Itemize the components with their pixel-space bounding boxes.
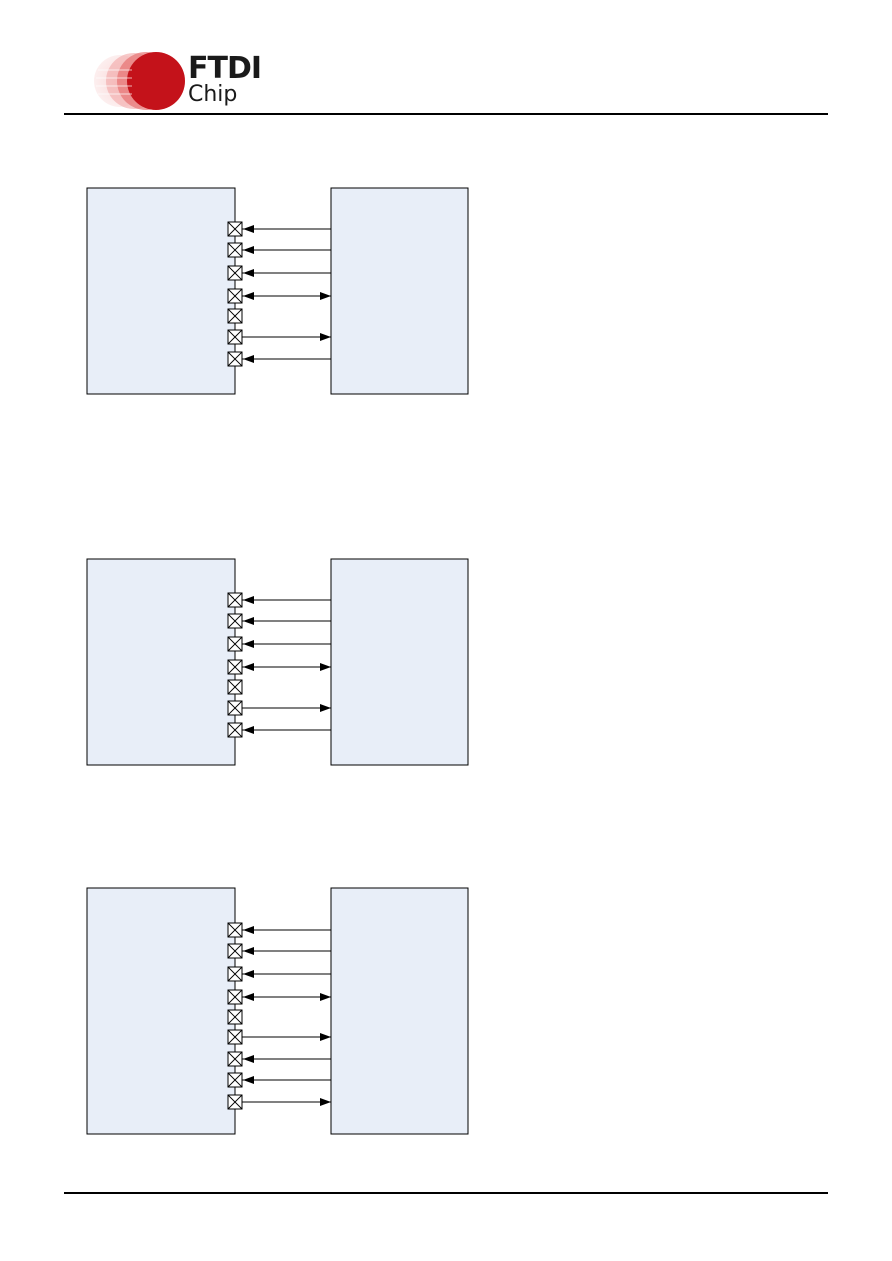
right-device-block	[330, 887, 469, 1135]
arrow-head-left	[243, 993, 254, 1001]
pin-cross-line	[227, 265, 243, 281]
arrow-head-right	[320, 1098, 331, 1106]
pin-cross-line	[227, 1051, 243, 1067]
pin-cross-line	[227, 329, 243, 345]
pin-cross-line	[227, 943, 243, 959]
pin-cross-line	[227, 613, 243, 629]
pin-cross-line	[227, 636, 243, 652]
pin-cross-line	[227, 922, 243, 938]
pin-cross-line	[227, 351, 243, 367]
arrow-head-right	[320, 292, 331, 300]
arrow-head-left	[243, 246, 254, 254]
arrow-head-right	[320, 704, 331, 712]
pin-cross-line	[227, 1009, 243, 1025]
pin-cross-line	[227, 1072, 243, 1088]
arrow-head-left	[243, 617, 254, 625]
ftdi-chip-logo: FTDI Chip	[92, 48, 262, 114]
pin-cross-line	[227, 679, 243, 695]
arrow-head-left	[243, 640, 254, 648]
arrow-head-right	[320, 663, 331, 671]
pin-cross-line	[227, 288, 243, 304]
arrow-head-right	[320, 1033, 331, 1041]
pin-cross-line	[227, 659, 243, 675]
connection-diagram-1	[86, 187, 469, 395]
pin-cross-line	[227, 242, 243, 258]
arrow-head-left	[243, 663, 254, 671]
connection-diagram-3	[86, 887, 469, 1135]
arrow-head-left	[243, 596, 254, 604]
pin-cross-line	[227, 221, 243, 237]
arrow-head-left	[243, 726, 254, 734]
arrow-head-left	[243, 926, 254, 934]
arrow-head-left	[243, 225, 254, 233]
arrow-head-left	[243, 970, 254, 978]
right-device-block	[330, 187, 469, 395]
arrow-head-right	[320, 993, 331, 1001]
arrow-head-left	[243, 1055, 254, 1063]
pin-cross-line	[227, 592, 243, 608]
arrow-head-left	[243, 355, 254, 363]
footer-rule	[64, 1192, 828, 1194]
arrow-head-left	[243, 269, 254, 277]
logo-word-ftdi: FTDI	[188, 51, 262, 86]
connection-diagram-2	[86, 558, 469, 766]
pin-cross-line	[227, 989, 243, 1005]
arrow-head-right	[320, 333, 331, 341]
pin-cross-line	[227, 1094, 243, 1110]
pin-cross-line	[227, 966, 243, 982]
header-rule	[64, 113, 828, 115]
right-device-block	[330, 558, 469, 766]
left-device-block	[86, 887, 236, 1135]
arrow-head-left	[243, 947, 254, 955]
left-device-block	[86, 558, 236, 766]
logo-mark-icon	[94, 52, 185, 110]
pin-cross-line	[227, 308, 243, 324]
arrow-head-left	[243, 292, 254, 300]
arrow-head-left	[243, 1076, 254, 1084]
pin-cross-line	[227, 722, 243, 738]
left-device-block	[86, 187, 236, 395]
pin-cross-line	[227, 700, 243, 716]
logo-word-chip: Chip	[188, 82, 238, 107]
pin-cross-line	[227, 1029, 243, 1045]
